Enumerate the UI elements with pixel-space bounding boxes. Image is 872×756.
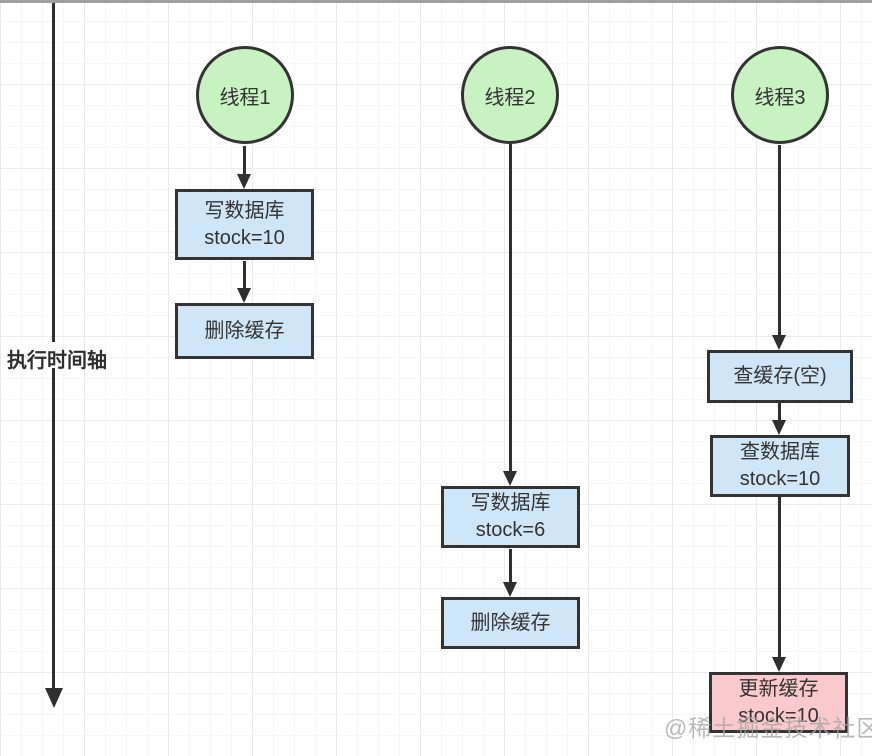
watermark: @稀土掘金技术社区 [664,715,872,741]
arrowhead-icon [503,471,517,486]
step-text-line1: 查缓存(空) [733,365,827,387]
arrowhead-icon [503,582,517,597]
thread2-start-node: 线程2 [461,46,559,144]
timeline-label: 执行时间轴 [7,350,107,372]
thread2-step-write-db: 写数据库 stock=6 [441,486,580,548]
arrowhead-icon [772,657,786,672]
step-text-line1: 写数据库 [470,492,551,514]
arrowhead-icon [237,288,251,303]
step-text-line2: stock=10 [738,704,819,727]
thread1-label: 线程1 [219,86,271,109]
arrow-line [778,145,781,335]
step-text-line2: stock=6 [475,519,546,541]
step-text-line1: 写数据库 [204,199,285,222]
thread2-label: 线程2 [484,86,536,109]
thread3-label: 线程3 [754,86,806,109]
arrow-line [243,146,246,174]
thread1-start-node: 线程1 [196,46,294,144]
thread2-step-delete-cache: 删除缓存 [441,597,580,649]
timeline-axis-lower [52,368,55,688]
top-border-bar [0,0,872,3]
arrow-line [509,144,512,471]
step-text-line2: stock=10 [739,468,821,490]
step-text-line1: 删除缓存 [470,611,551,634]
thread3-step-update-cache: 更新缓存 stock=10 [709,672,848,733]
step-text-line1: 更新缓存 [738,677,819,700]
arrow-line [509,549,512,582]
thread1-step-write-db: 写数据库 stock=10 [175,189,314,260]
step-text-line2: stock=10 [204,226,285,249]
arrowhead-icon [772,335,786,350]
step-text-line1: 查数据库 [740,441,820,463]
arrow-line [243,261,246,288]
thread3-step-read-cache: 查缓存(空) [707,350,853,403]
thread3-start-node: 线程3 [731,46,829,144]
step-text-line1: 删除缓存 [204,319,285,342]
arrow-line [778,403,781,420]
arrowhead-icon [772,420,786,435]
arrowhead-icon [237,174,251,189]
arrow-line [778,497,781,657]
timeline-arrowhead-icon [45,688,63,708]
thread1-step-delete-cache: 删除缓存 [175,303,314,359]
timeline-axis-upper [52,3,55,342]
thread3-step-read-db: 查数据库 stock=10 [710,435,850,497]
